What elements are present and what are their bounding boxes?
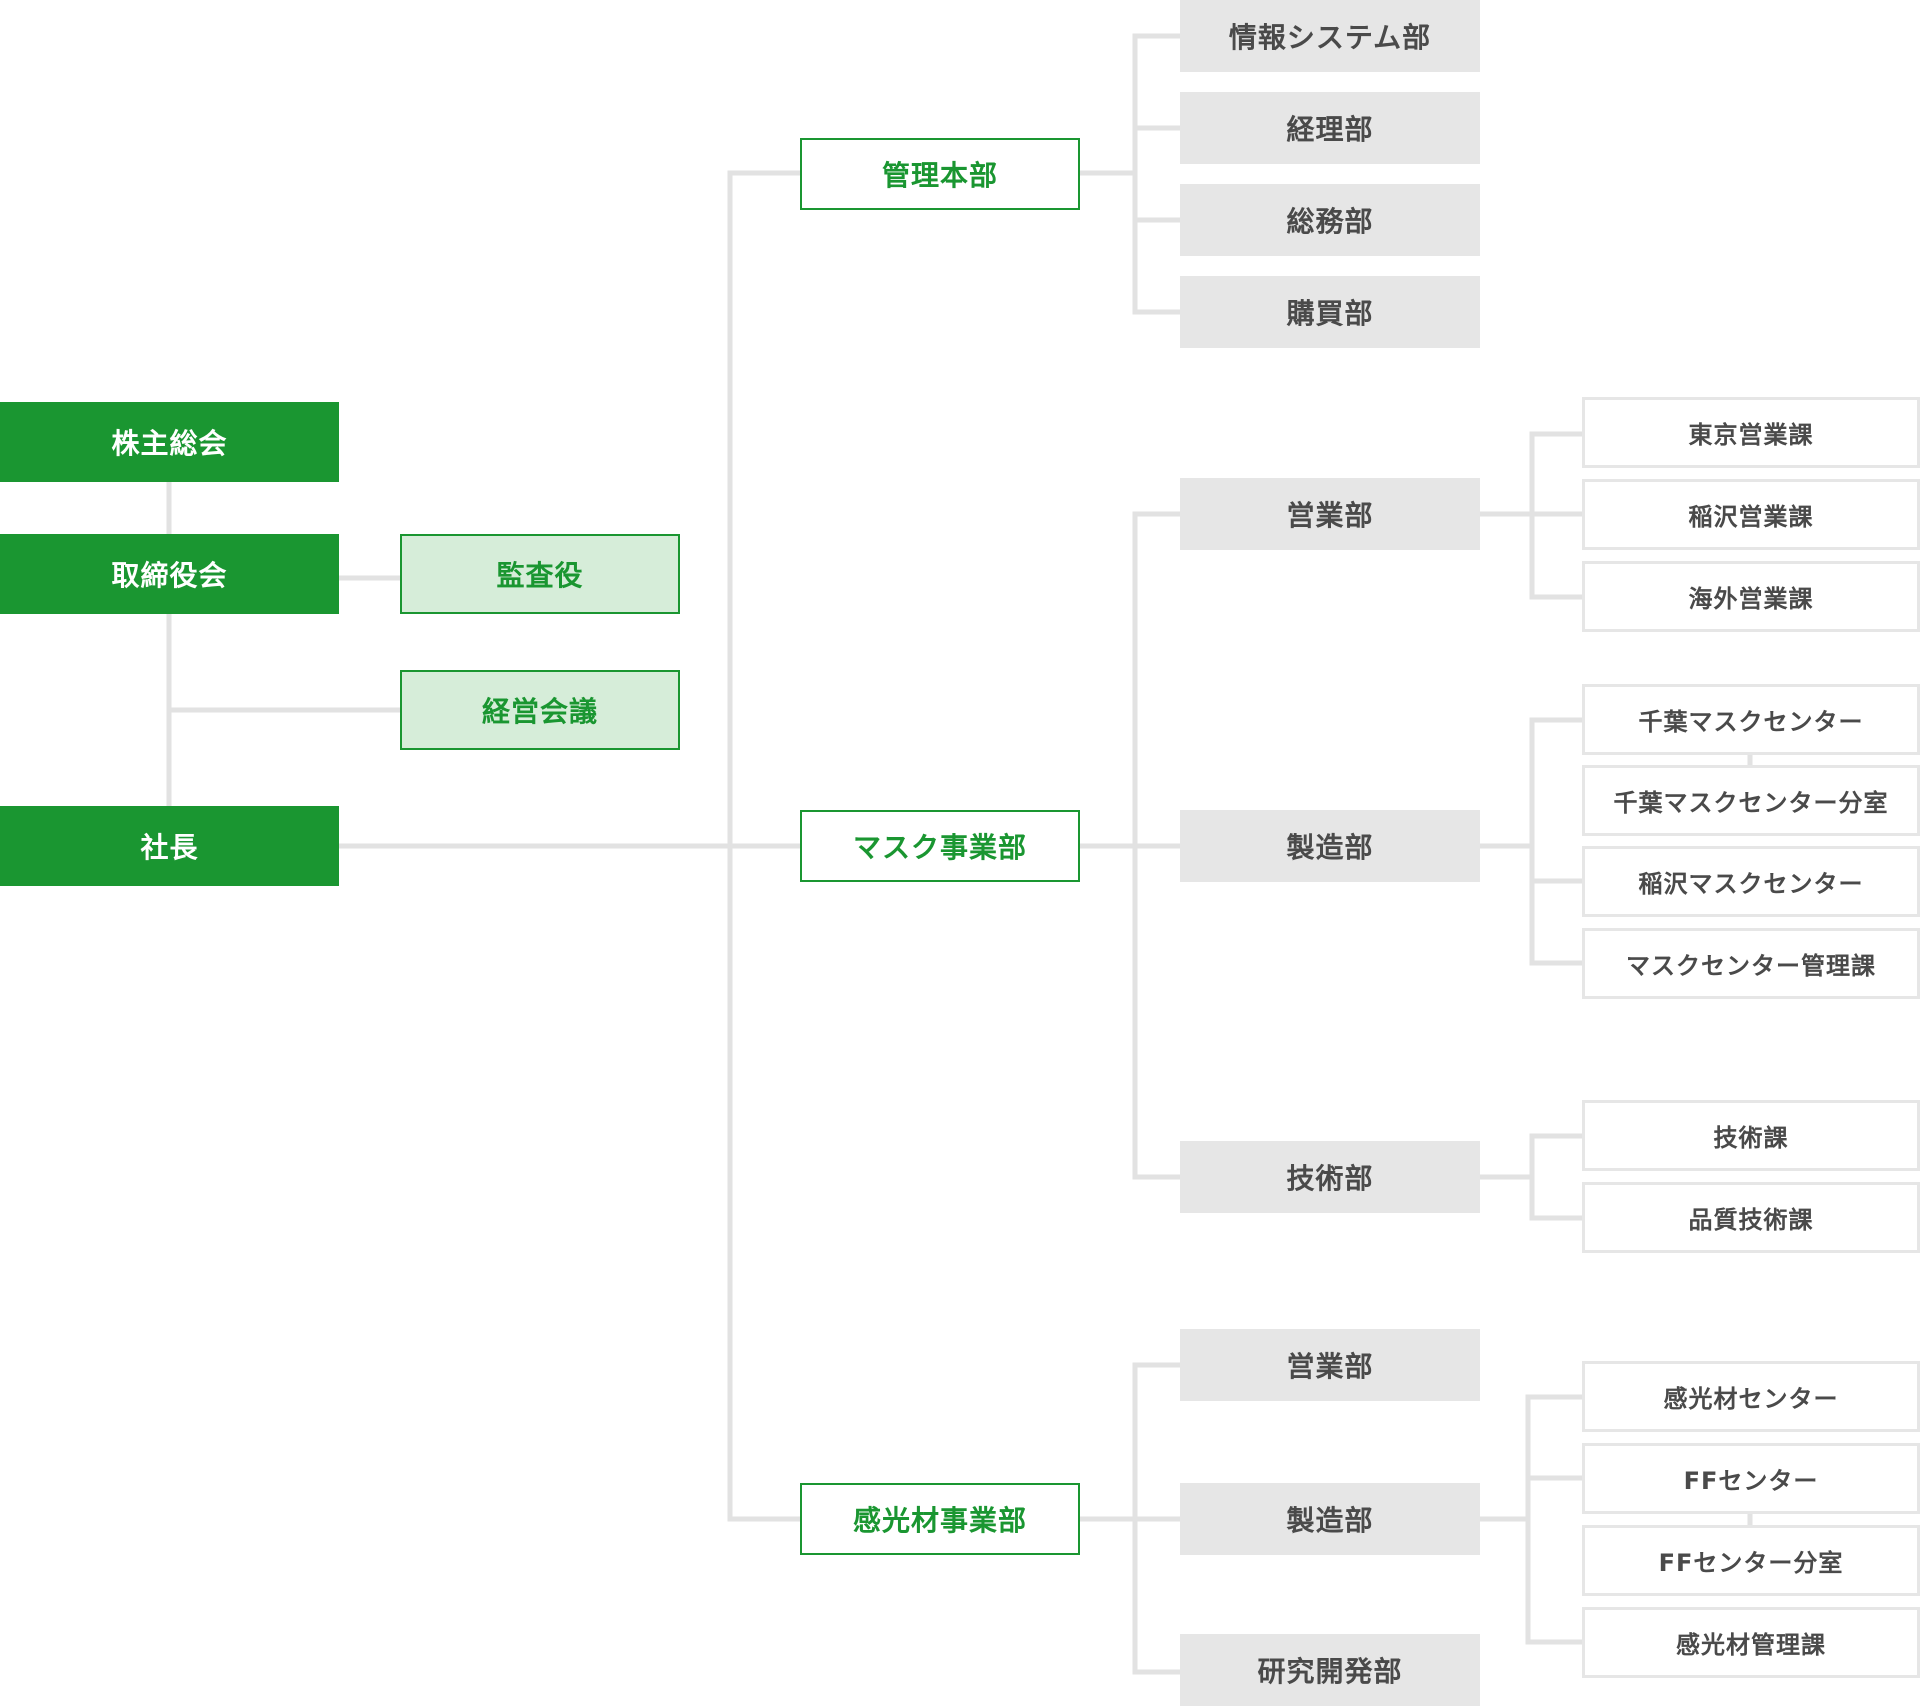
connector-tech-sections: [1477, 1133, 1585, 1221]
photo-division-box: 感光材事業部: [800, 1483, 1080, 1555]
section-ff-center: FFセンター: [1582, 1443, 1920, 1514]
management-meeting-box: 経営会議: [400, 670, 680, 750]
connector-production-sections: [1477, 717, 1753, 966]
dept-photo-production: 製造部: [1180, 1483, 1480, 1555]
auditor-box: 監査役: [400, 534, 680, 614]
dept-mask-technology: 技術部: [1180, 1141, 1480, 1213]
section-photosensitive-management: 感光材管理課: [1582, 1607, 1920, 1678]
connector-mask-depts: [1077, 511, 1183, 1180]
connector-photo-production-sections: [1477, 1394, 1753, 1645]
section-chiba-mask-center-annex: 千葉マスクセンター分室: [1582, 765, 1920, 836]
connector-admin-depts: [1077, 33, 1183, 315]
dept-mask-sales: 営業部: [1180, 478, 1480, 550]
section-overseas-sales: 海外営業課: [1582, 561, 1920, 632]
section-ff-center-annex: FFセンター分室: [1582, 1525, 1920, 1596]
connector-sales-sections: [1477, 431, 1585, 600]
admin-division-box: 管理本部: [800, 138, 1080, 210]
section-mask-center-management: マスクセンター管理課: [1582, 928, 1920, 999]
section-technology: 技術課: [1582, 1100, 1920, 1171]
mask-division-box: マスク事業部: [800, 810, 1080, 882]
section-tokyo-sales: 東京営業課: [1582, 397, 1920, 468]
board-of-directors-box: 取締役会: [0, 534, 339, 614]
dept-photo-sales: 営業部: [1180, 1329, 1480, 1401]
section-photosensitive-center: 感光材センター: [1582, 1361, 1920, 1432]
section-quality-technology: 品質技術課: [1582, 1182, 1920, 1253]
connector-photo-depts: [1077, 1362, 1183, 1675]
dept-research-development: 研究開発部: [1180, 1634, 1480, 1706]
president-box: 社長: [0, 806, 339, 886]
section-chiba-mask-center: 千葉マスクセンター: [1582, 684, 1920, 755]
shareholders-meeting-box: 株主総会: [0, 402, 339, 482]
section-inazawa-mask-center: 稲沢マスクセンター: [1582, 846, 1920, 917]
section-inazawa-sales: 稲沢営業課: [1582, 479, 1920, 550]
dept-general-affairs: 総務部: [1180, 184, 1480, 256]
dept-accounting: 経理部: [1180, 92, 1480, 164]
dept-mask-production: 製造部: [1180, 810, 1480, 882]
dept-purchasing: 購買部: [1180, 276, 1480, 348]
dept-information-systems: 情報システム部: [1180, 0, 1480, 72]
